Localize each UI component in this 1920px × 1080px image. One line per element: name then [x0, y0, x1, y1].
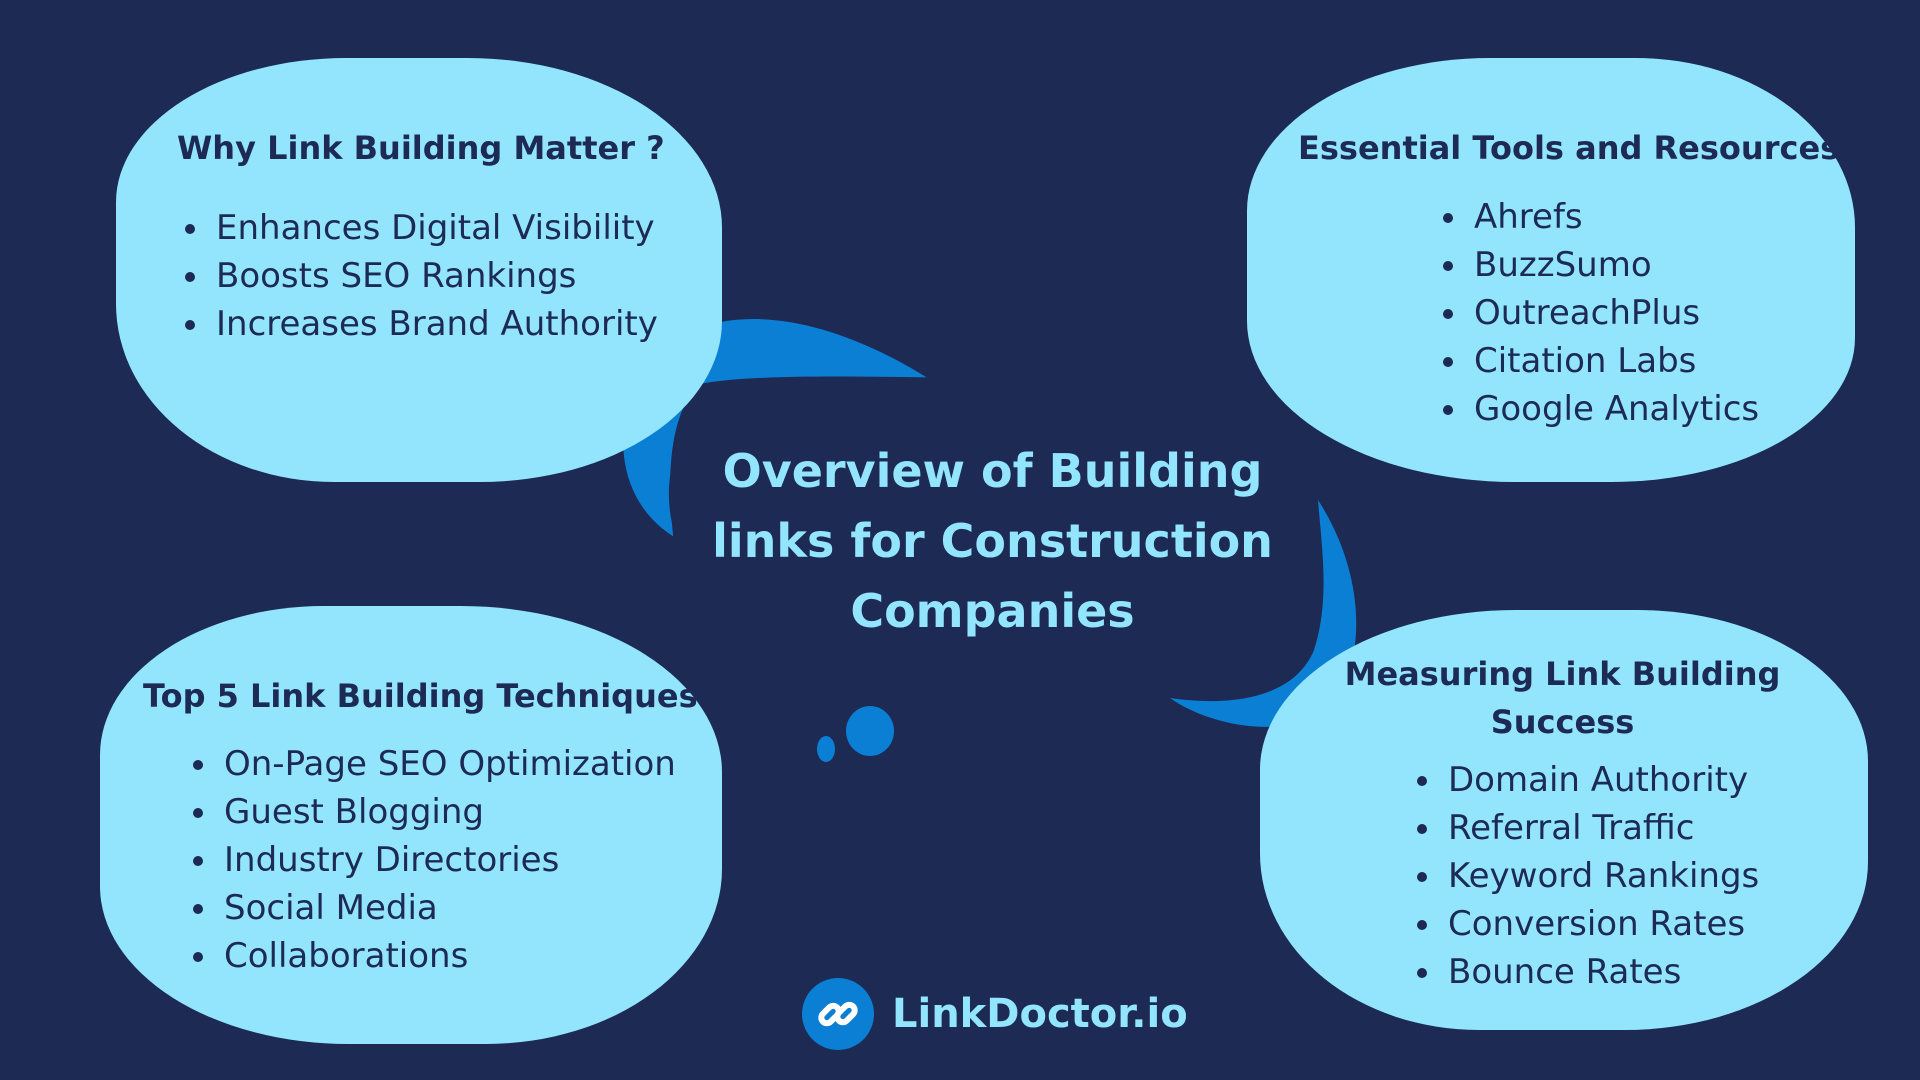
center-cloud: [668, 376, 1327, 705]
drop-large-left: [846, 706, 894, 756]
panel-title-techniques: Top 5 Link Building Techniques: [143, 677, 698, 715]
panel-title-tools: Essential Tools and Resources: [1298, 129, 1840, 167]
panel-bottom-right: [1260, 610, 1868, 1030]
list-item: Guest Blogging: [220, 788, 676, 836]
list-why-link-building: Enhances Digital Visibility Boosts SEO R…: [178, 204, 658, 348]
list-item: On-Page SEO Optimization: [220, 740, 676, 788]
list-item: Collaborations: [220, 932, 676, 980]
panel-top-left: [116, 58, 722, 482]
list-item: Conversion Rates: [1444, 900, 1759, 948]
list-item: Referral Traffic: [1444, 804, 1759, 852]
list-item: Google Analytics: [1470, 385, 1759, 433]
panel-top-right: [1247, 58, 1855, 482]
list-item: Ahrefs: [1470, 193, 1759, 241]
list-item: Bounce Rates: [1444, 948, 1759, 996]
brand-name: LinkDoctor.io: [892, 991, 1188, 1037]
brand: LinkDoctor.io: [802, 978, 1188, 1050]
list-techniques: On-Page SEO Optimization Guest Blogging …: [186, 740, 676, 980]
panel-bottom-left: [100, 606, 722, 1044]
center-title: Overview of Building links for Construct…: [712, 444, 1273, 638]
list-item: Social Media: [220, 884, 676, 932]
list-item: Boosts SEO Rankings: [212, 252, 658, 300]
list-tools: Ahrefs BuzzSumo OutreachPlus Citation La…: [1436, 193, 1759, 433]
list-item: Enhances Digital Visibility: [212, 204, 658, 252]
list-item: Citation Labs: [1470, 337, 1759, 385]
list-item: BuzzSumo: [1470, 241, 1759, 289]
panel-title-why-link-building: Why Link Building Matter ?: [177, 129, 665, 167]
list-item: Industry Directories: [220, 836, 676, 884]
list-item: Domain Authority: [1444, 756, 1759, 804]
bottom-swoosh: [1170, 500, 1357, 727]
drop-small-left: [817, 736, 835, 762]
list-measuring-success: Domain Authority Referral Traffic Keywor…: [1410, 756, 1759, 996]
panel-title-measuring-success: Measuring Link Building Success: [1344, 655, 1781, 741]
list-item: Keyword Rankings: [1444, 852, 1759, 900]
list-item: Increases Brand Authority: [212, 300, 658, 348]
list-item: OutreachPlus: [1470, 289, 1759, 337]
chain-link-icon: [802, 978, 874, 1050]
